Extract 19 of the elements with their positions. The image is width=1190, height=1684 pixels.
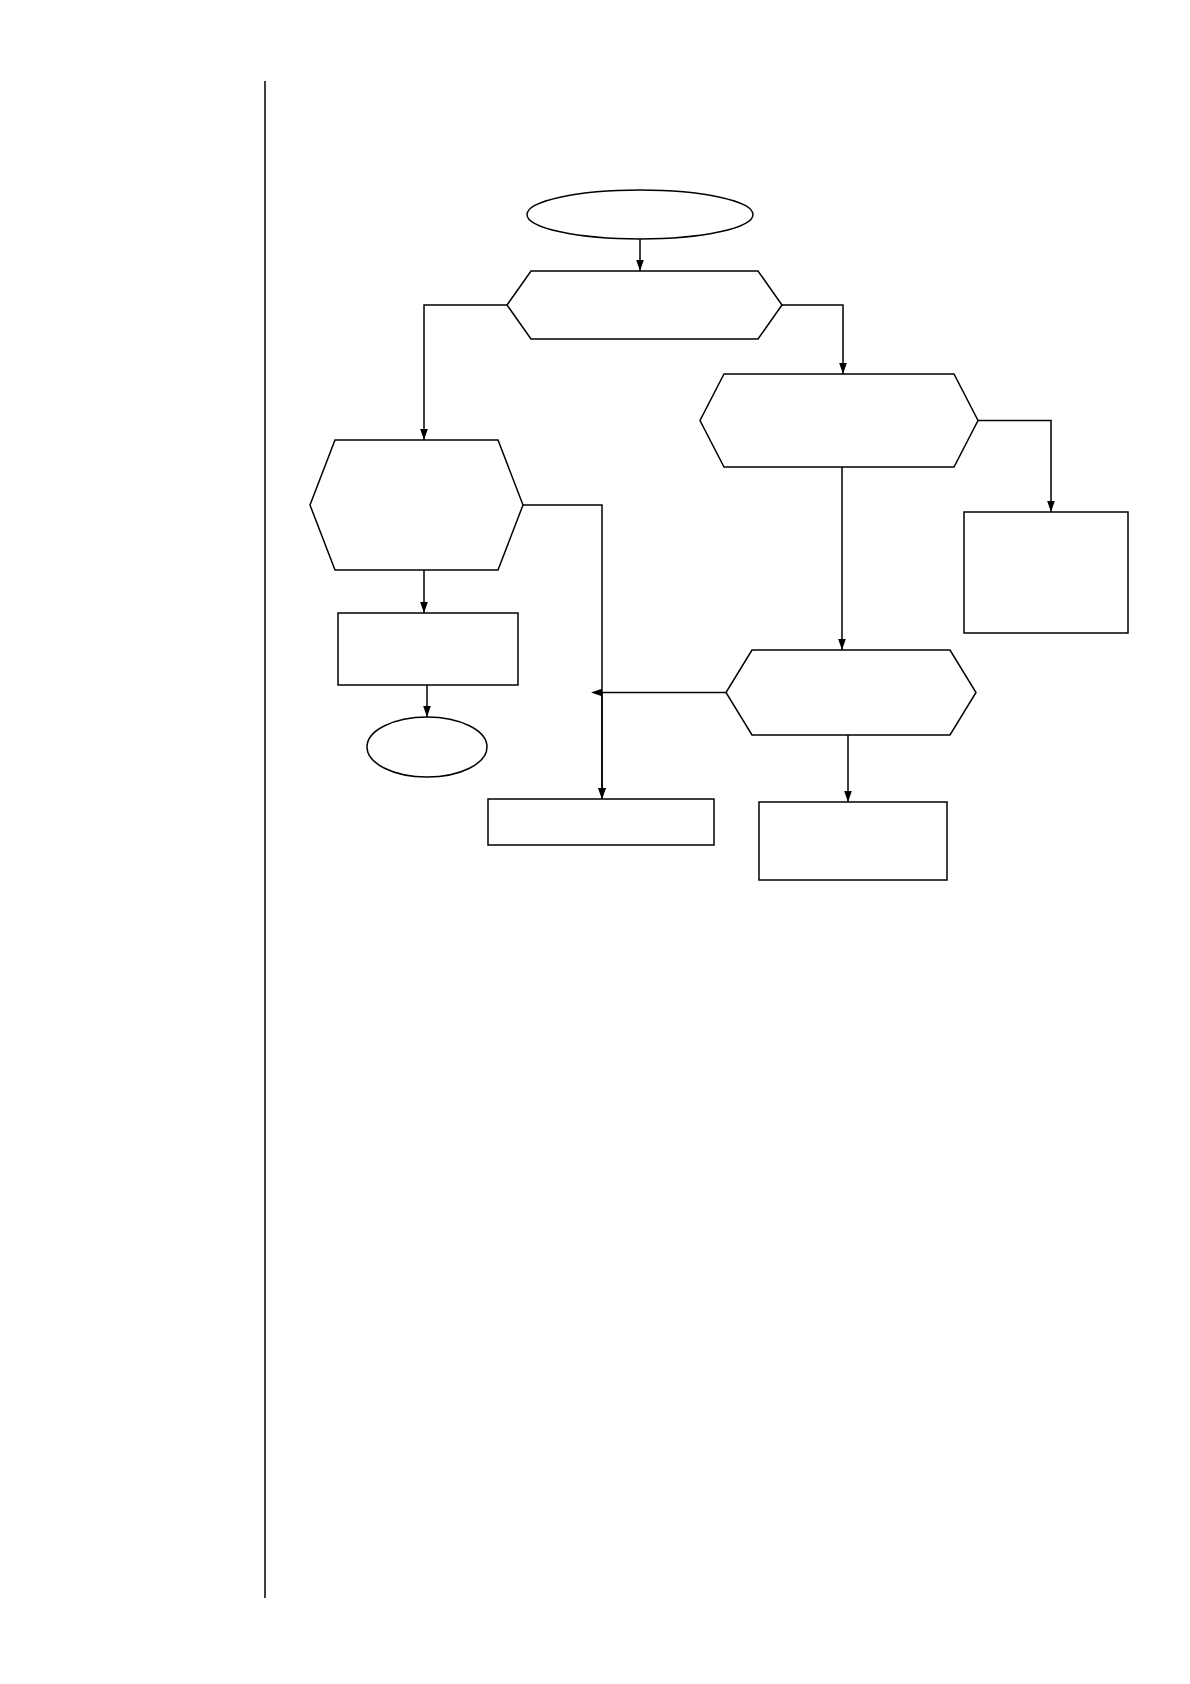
arrow [838, 466, 846, 651]
decision-hexagon [310, 440, 523, 570]
process-box [759, 802, 947, 880]
arrow [636, 238, 644, 272]
process-box [964, 512, 1128, 633]
arrow [420, 569, 428, 614]
arrow [420, 304, 508, 441]
decision-hexagon [726, 650, 976, 735]
arrow [977, 419, 1055, 513]
arrow [844, 734, 852, 803]
arrow [781, 304, 847, 375]
arrow [591, 688, 727, 800]
arrow [423, 684, 431, 718]
process-box [338, 613, 518, 685]
terminal-ellipse [367, 717, 487, 777]
process-box [488, 799, 714, 845]
decision-hexagon [507, 271, 782, 339]
decision-hexagon [700, 374, 978, 467]
terminal-ellipse [527, 190, 753, 239]
